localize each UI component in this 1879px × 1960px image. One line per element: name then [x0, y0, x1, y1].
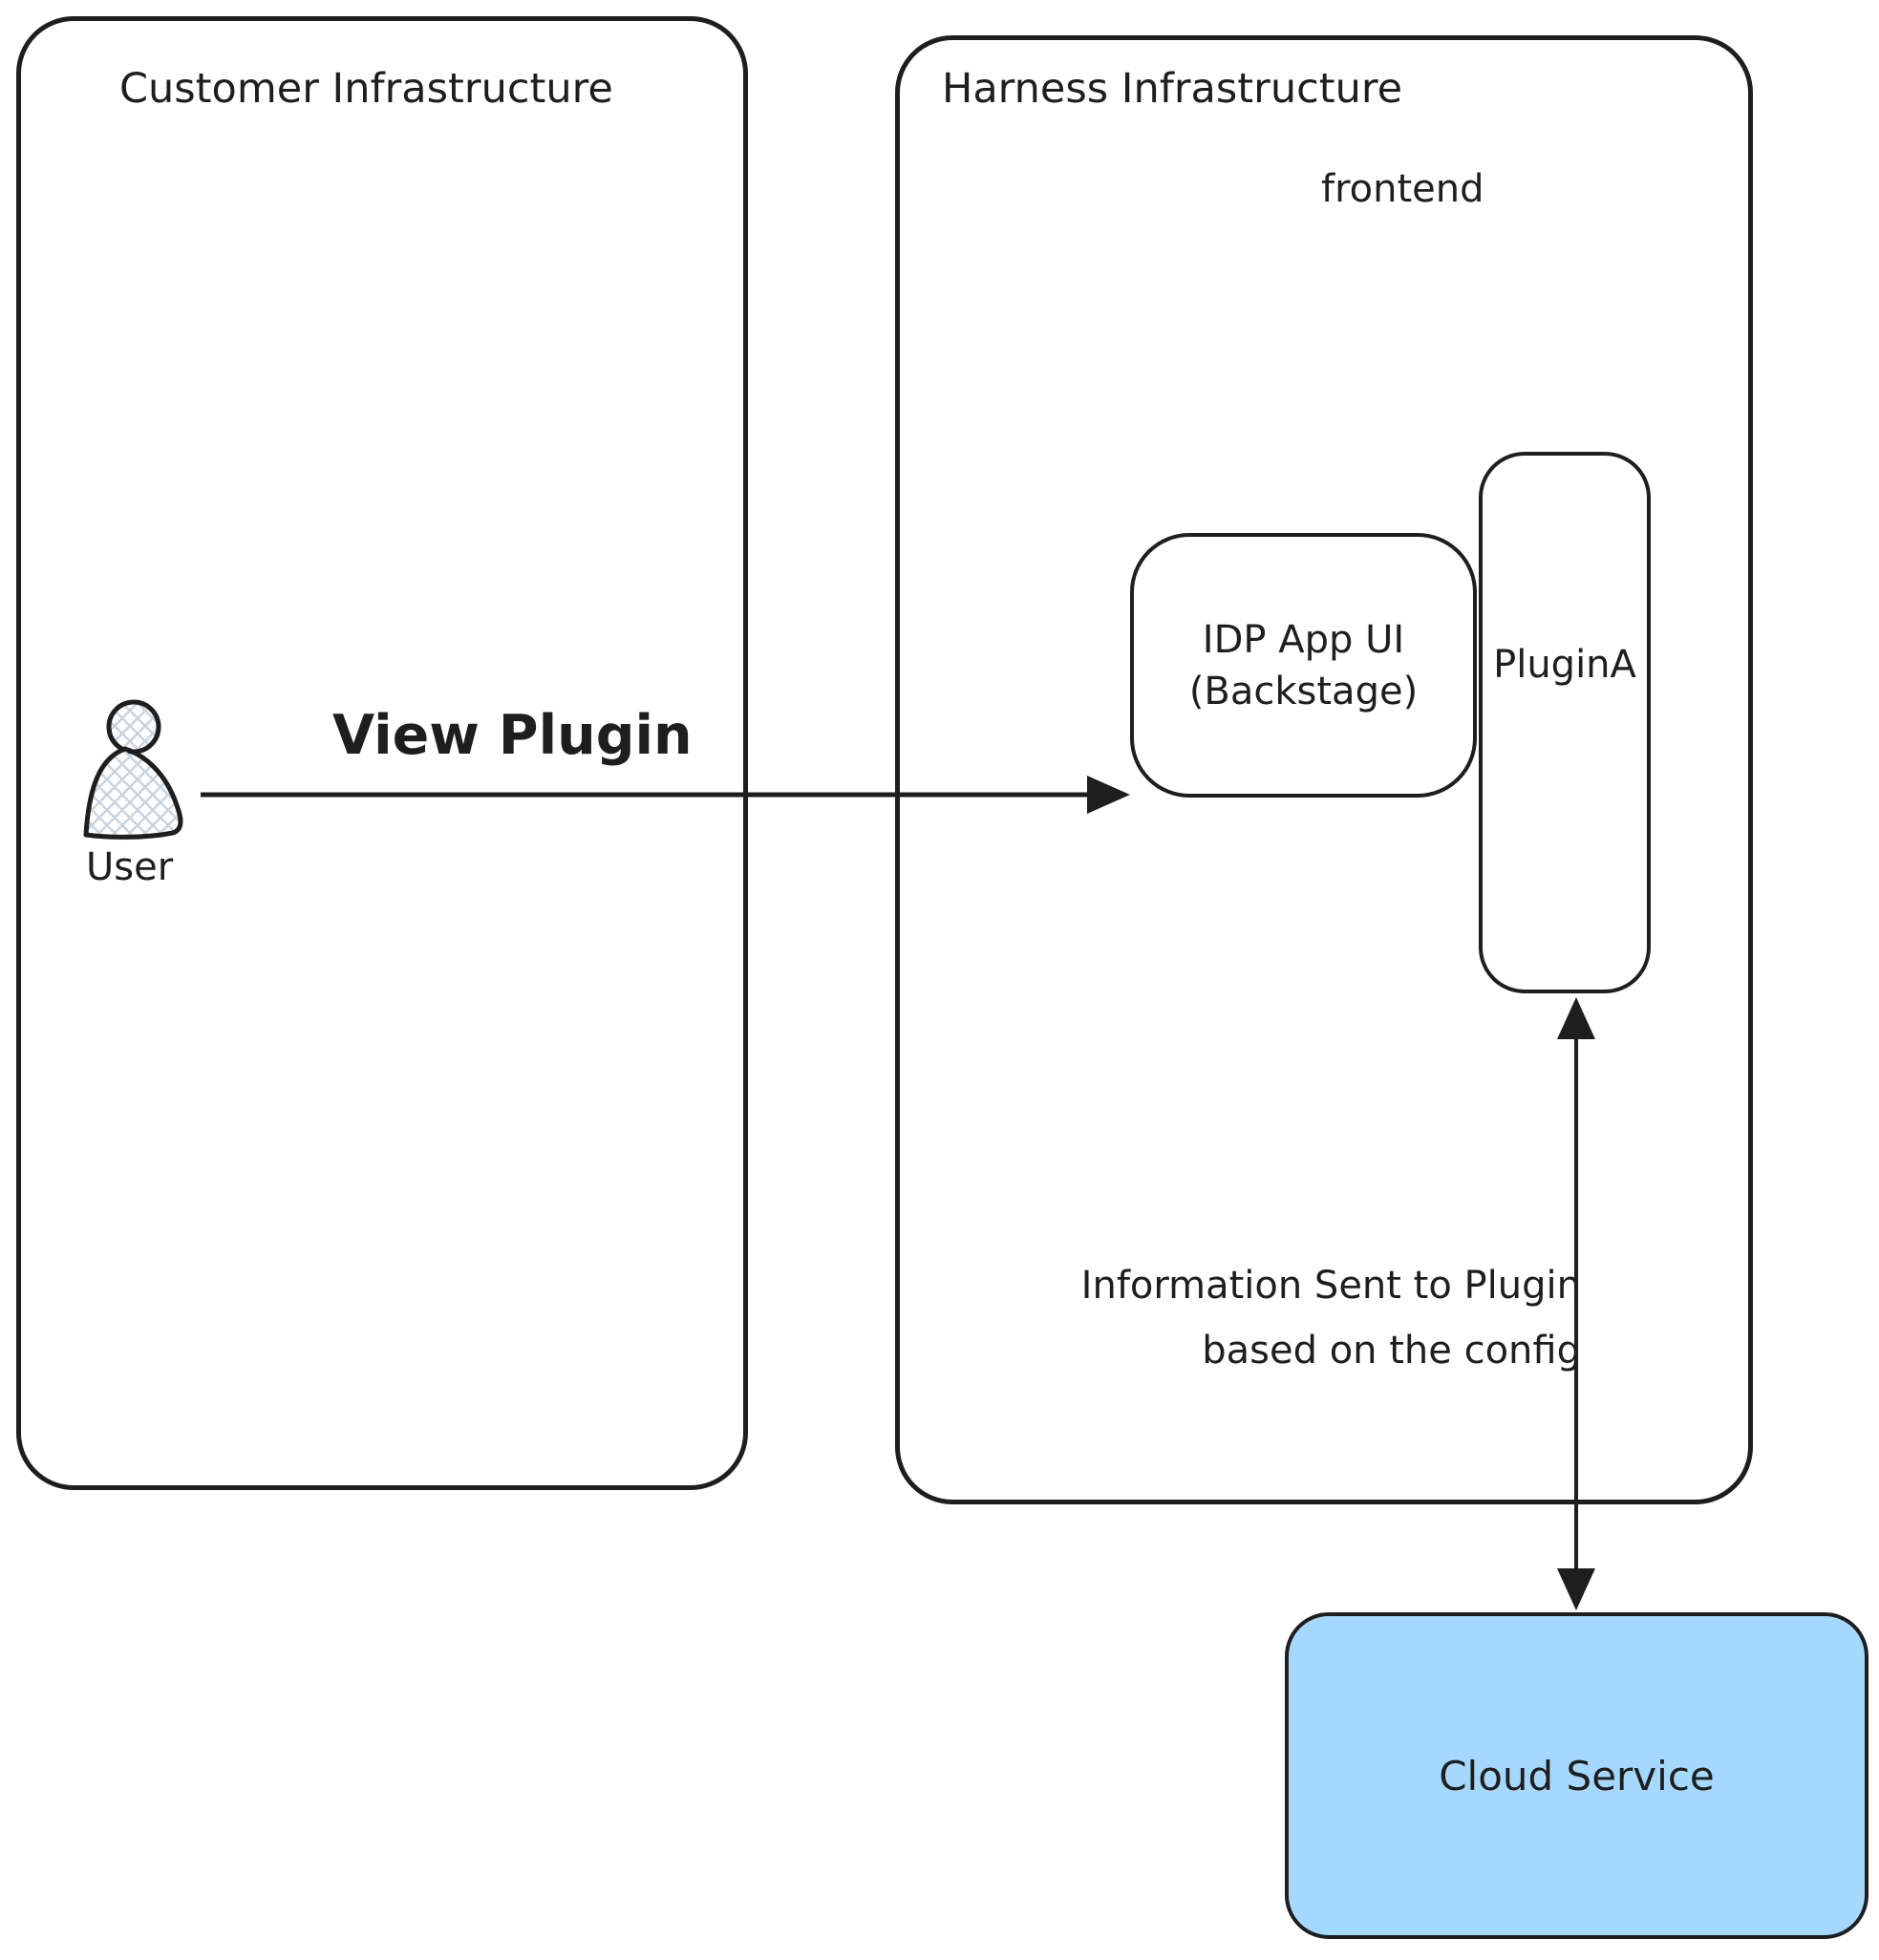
info-label-line1: Information Sent to Plugin	[1080, 1264, 1581, 1308]
cloud-service-label: Cloud Service	[1439, 1752, 1715, 1800]
harness-infrastructure-box	[895, 35, 1753, 1504]
view-plugin-edge-label: View Plugin	[332, 704, 693, 767]
plugin-a-label: PluginA	[1493, 643, 1636, 687]
frontend-label: frontend	[1321, 167, 1484, 211]
cloud-service-node: Cloud Service	[1285, 1612, 1868, 1939]
idp-app-ui-label: IDP App UI (Backstage)	[1189, 614, 1418, 717]
customer-infrastructure-box	[16, 16, 748, 1490]
info-label-line2: based on the config	[1202, 1329, 1581, 1373]
idp-label-line2: (Backstage)	[1188, 669, 1419, 714]
user-label: User	[86, 845, 174, 889]
idp-app-ui-node: IDP App UI (Backstage)	[1130, 533, 1477, 798]
harness-infrastructure-title: Harness Infrastructure	[942, 65, 1403, 113]
idp-label-line1: IDP App UI	[1202, 617, 1405, 662]
plugin-a-node	[1479, 452, 1651, 993]
info-to-plugin-edge-label: Information Sent to Plugin based on the …	[1027, 1253, 1581, 1383]
customer-infrastructure-title: Customer Infrastructure	[119, 65, 613, 113]
